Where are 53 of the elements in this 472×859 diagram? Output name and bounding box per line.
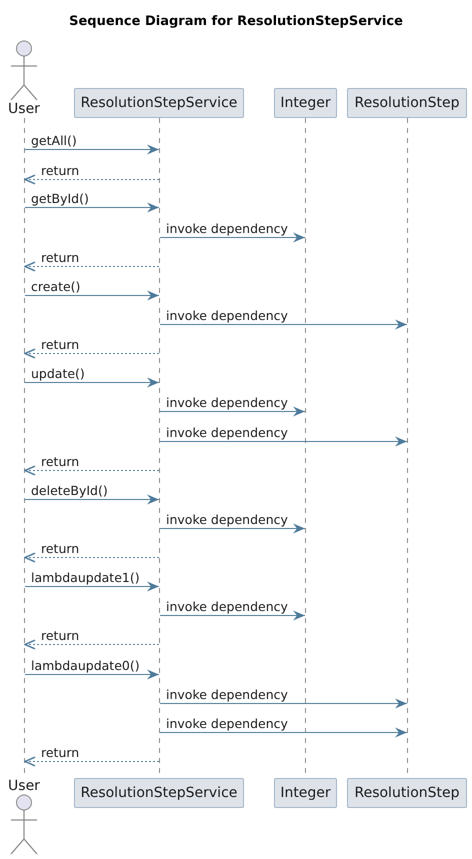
participant-box: ResolutionStep: [347, 88, 467, 118]
return-arrow: [24, 640, 160, 650]
message-label: invoke dependency: [166, 425, 288, 440]
return-arrow: [24, 756, 160, 766]
message-label: return: [41, 163, 80, 178]
message-arrow: [160, 698, 408, 708]
participant-box: Integer: [274, 88, 337, 118]
message-arrow: [160, 320, 408, 330]
message-label: getAll(): [31, 133, 77, 148]
message-label: invoke dependency: [166, 512, 288, 527]
message-label: lambdaupdate1(): [31, 570, 140, 585]
return-arrow: [24, 262, 160, 272]
message-label: invoke dependency: [166, 308, 288, 323]
message-label: invoke dependency: [166, 716, 288, 731]
message-label: return: [41, 454, 80, 469]
return-arrow: [24, 174, 160, 184]
message-label: invoke dependency: [166, 599, 288, 614]
message-arrow: [24, 582, 160, 592]
message-label: return: [41, 337, 80, 352]
message-arrow: [160, 728, 408, 738]
message-arrow: [160, 232, 306, 242]
participant-box: ResolutionStepService: [74, 778, 244, 808]
actor-name: User: [8, 101, 40, 117]
message-arrow: [160, 524, 306, 534]
message-label: return: [41, 628, 80, 643]
message-label: invoke dependency: [166, 221, 288, 236]
message-arrow: [24, 378, 160, 388]
message-label: return: [41, 541, 80, 556]
message-arrow: [160, 436, 408, 446]
actor-name: User: [8, 778, 40, 794]
message-label: update(): [31, 366, 85, 381]
message-arrow: [160, 610, 306, 620]
message-arrow: [24, 144, 160, 154]
participant-box: Integer: [274, 778, 337, 808]
message-arrow: [24, 202, 160, 212]
message-arrow: [160, 406, 306, 416]
message-label: return: [41, 745, 80, 760]
message-label: getById(): [31, 191, 89, 206]
message-arrow: [24, 670, 160, 680]
message-arrow: [24, 290, 160, 300]
message-label: return: [41, 250, 80, 265]
message-label: deleteById(): [31, 483, 108, 498]
message-label: invoke dependency: [166, 395, 288, 410]
message-label: lambdaupdate0(): [31, 658, 140, 673]
message-label: create(): [31, 279, 80, 294]
participant-box: ResolutionStep: [347, 778, 467, 808]
message-label: invoke dependency: [166, 687, 288, 702]
return-arrow: [24, 552, 160, 562]
message-arrow: [24, 494, 160, 504]
return-arrow: [24, 466, 160, 476]
participant-box: ResolutionStepService: [74, 88, 244, 118]
diagram-title: Sequence Diagram for ResolutionStepService: [68, 14, 404, 30]
return-arrow: [24, 348, 160, 358]
